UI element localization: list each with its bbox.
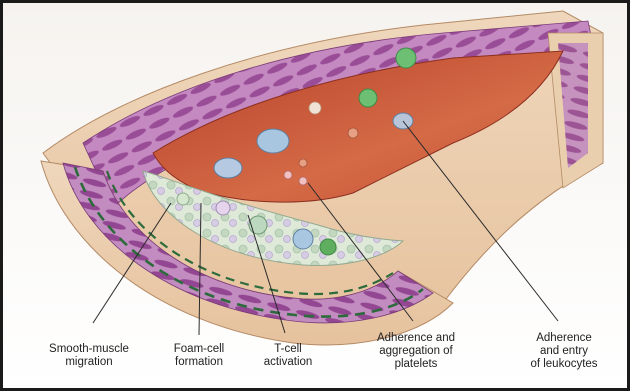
artery-illustration: [3, 3, 627, 388]
label-platelet-adherence: Adherence and aggregation of platelets: [361, 332, 471, 371]
label-leukocyte-entry: Adherence and entry of leukocytes: [509, 332, 619, 371]
label-smooth-muscle-migration: Smooth-muscle migration: [34, 343, 144, 369]
label-t-cell-activation: T-cell activation: [233, 343, 343, 369]
